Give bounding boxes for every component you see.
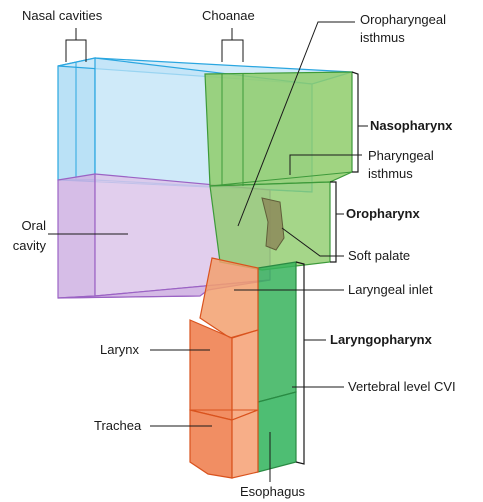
oropharynx-bracket: [330, 182, 336, 262]
label-nasal-cavities: Nasal cavities: [22, 8, 102, 24]
label-larynx: Larynx: [100, 342, 139, 358]
larynx-side: [232, 330, 258, 420]
label-pharyngeal-isthmus-line1: Pharyngeal: [368, 148, 434, 164]
label-laryngeal-inlet: Laryngeal inlet: [348, 282, 433, 298]
label-esophagus: Esophagus: [240, 484, 305, 500]
esophagus-block: [258, 392, 296, 472]
laryngopharynx-bracket: [296, 262, 304, 464]
label-oropharynx: Oropharynx: [346, 206, 420, 222]
laryngopharynx-region: [258, 262, 296, 472]
label-laryngopharynx: Laryngopharynx: [330, 332, 432, 348]
label-oropharyngeal-isthmus-line1: Oropharyngeal: [360, 12, 446, 28]
larynx-front: [190, 320, 232, 420]
label-pharyngeal-isthmus-line2: isthmus: [368, 166, 413, 182]
oral-cavity-side: [58, 174, 95, 298]
nasal-cavities-leader: [66, 40, 86, 62]
label-trachea: Trachea: [94, 418, 141, 434]
label-vertebral-level: Vertebral level CVI: [348, 379, 456, 395]
nasopharynx-bracket: [352, 72, 358, 172]
trachea-side: [232, 410, 258, 478]
pharynx-region: [205, 72, 352, 270]
trachea-front: [190, 410, 232, 478]
choanae-leader: [222, 40, 243, 62]
label-oral-cavity-line2: cavity: [0, 238, 46, 254]
nasopharynx-block: [205, 72, 352, 186]
label-soft-palate: Soft palate: [348, 248, 410, 264]
label-nasopharynx: Nasopharynx: [370, 118, 452, 134]
label-oral-cavity-line1: Oral: [6, 218, 46, 234]
label-choanae: Choanae: [202, 8, 255, 24]
laryngopharynx-block: [258, 262, 296, 402]
label-oropharyngeal-isthmus-line2: isthmus: [360, 30, 405, 46]
